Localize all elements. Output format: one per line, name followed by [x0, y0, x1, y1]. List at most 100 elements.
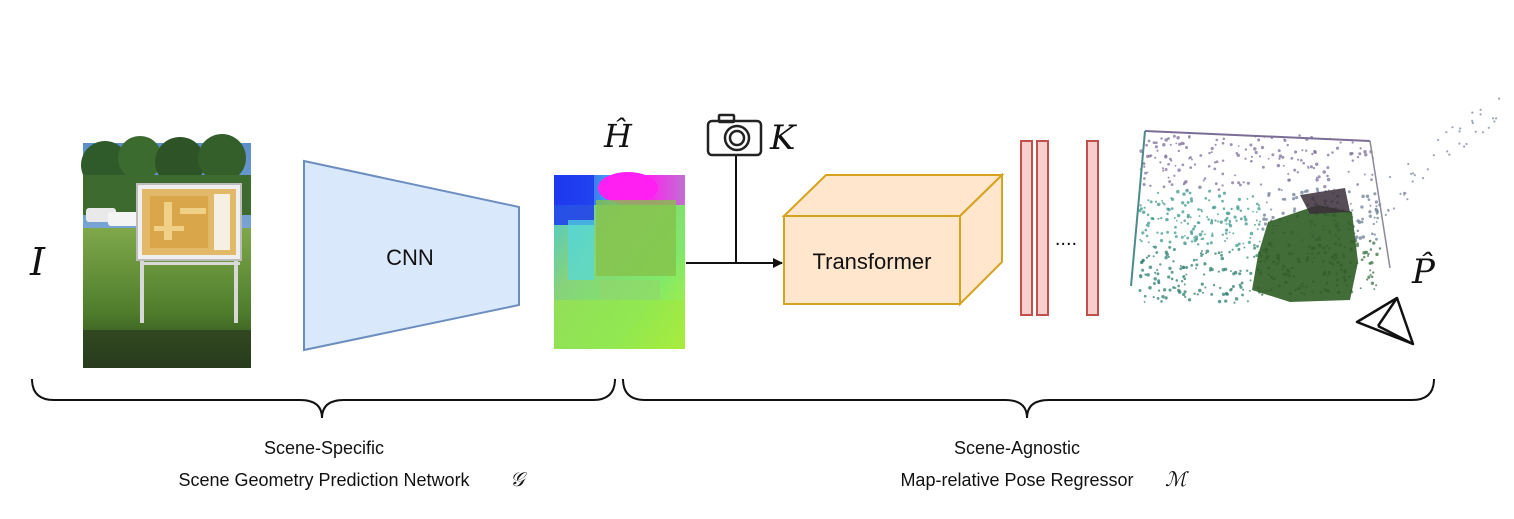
point-cloud-dot [1280, 189, 1283, 192]
point-cloud-dot [1189, 216, 1192, 219]
point-cloud-dot [1193, 236, 1195, 239]
point-cloud-dot [1220, 256, 1225, 261]
point-cloud-dot [1192, 258, 1196, 262]
point-cloud-dot [1159, 238, 1164, 243]
point-cloud-dot [1244, 222, 1248, 226]
point-cloud-dot [1143, 177, 1146, 180]
point-cloud-dot [1487, 126, 1490, 129]
point-cloud-dot [1295, 196, 1299, 200]
point-cloud-dot [1209, 241, 1213, 245]
point-cloud-dot [1148, 286, 1152, 290]
point-cloud-dot [1182, 192, 1186, 196]
point-cloud-dot [1222, 137, 1226, 141]
point-cloud-dot [1267, 157, 1270, 160]
point-cloud-dot [1200, 208, 1203, 211]
point-cloud-dot [1283, 197, 1287, 201]
point-cloud-dot [1371, 173, 1374, 176]
point-cloud-dot [1258, 204, 1261, 207]
point-cloud-dot [1237, 242, 1241, 246]
point-cloud-dot [1250, 155, 1253, 158]
point-cloud-dot [1242, 242, 1245, 245]
point-cloud-dot [1299, 158, 1303, 162]
point-cloud-dot [1147, 199, 1150, 202]
point-cloud-dot [1190, 199, 1194, 203]
point-cloud-dot [1210, 234, 1214, 237]
point-cloud-dot [1196, 293, 1199, 296]
point-cloud-dot [1256, 211, 1258, 213]
point-cloud-dot [1184, 295, 1187, 299]
point-cloud-dot [1170, 197, 1173, 200]
point-cloud-dot [1203, 177, 1207, 180]
point-cloud-dot [1181, 201, 1185, 205]
point-cloud-dot [1234, 297, 1239, 301]
point-cloud-dot [1142, 259, 1145, 262]
point-cloud-dot [1223, 239, 1227, 243]
point-cloud-dot [1360, 220, 1364, 224]
point-cloud-dot [1167, 176, 1170, 179]
mlp-layer-last [1086, 140, 1099, 316]
point-cloud-dot [1432, 154, 1435, 157]
point-cloud-dot [1359, 287, 1362, 290]
point-cloud-dot [1221, 159, 1225, 162]
point-cloud-dot [1154, 145, 1158, 149]
point-cloud-dot [1262, 213, 1267, 217]
point-cloud-dot [1297, 158, 1300, 161]
point-cloud-dot [1375, 220, 1378, 223]
point-cloud-dot [1365, 194, 1370, 198]
point-cloud-dot [1156, 191, 1160, 195]
point-cloud-dot [1481, 131, 1485, 134]
point-cloud-dot [1210, 151, 1213, 154]
point-cloud-dot [1326, 153, 1330, 157]
point-cloud-dot [1190, 240, 1194, 243]
point-cloud-dot [1206, 216, 1209, 218]
point-cloud-dot [1404, 192, 1407, 195]
point-cloud-dot [1235, 243, 1239, 248]
point-cloud-dot [1168, 245, 1172, 249]
point-cloud-dot [1162, 143, 1166, 147]
point-cloud-dot [1217, 251, 1221, 255]
point-cloud-dot [1234, 174, 1237, 177]
point-cloud-dot [1229, 221, 1232, 224]
point-cloud-dot [1230, 287, 1233, 291]
point-cloud-dot [1221, 199, 1224, 203]
point-cloud-dot [1305, 149, 1308, 152]
point-cloud-dot [1183, 219, 1186, 222]
point-cloud-dot [1375, 212, 1379, 215]
point-cloud-dot [1174, 225, 1177, 229]
point-cloud-dot [1451, 126, 1454, 129]
point-cloud-dot [1201, 237, 1205, 240]
point-cloud-dot [1361, 235, 1366, 239]
point-cloud-dot [1237, 181, 1241, 185]
point-cloud-dot [1255, 254, 1259, 257]
point-cloud-dot [1208, 189, 1212, 193]
point-cloud-dot [1215, 160, 1219, 164]
point-cloud-dot [1193, 163, 1197, 166]
point-cloud-dot [1166, 230, 1170, 234]
point-cloud-dot [1233, 215, 1237, 219]
point-cloud-dot [1465, 142, 1468, 146]
point-cloud-dot [1229, 270, 1232, 273]
point-cloud-dot [1407, 162, 1410, 166]
point-cloud-dot [1164, 138, 1168, 142]
point-cloud-dot [1239, 269, 1242, 273]
point-cloud-dot [1326, 174, 1329, 178]
point-cloud-dot [1378, 247, 1382, 250]
point-cloud-dot [1187, 135, 1191, 139]
point-cloud-dot [1219, 220, 1223, 224]
right-group-symbol: ℳ [1165, 467, 1189, 491]
point-cloud-dot [1173, 231, 1177, 235]
point-cloud-dot [1256, 228, 1259, 231]
point-cloud-dot [1228, 231, 1231, 234]
point-cloud-dot [1249, 143, 1253, 147]
point-cloud-dot [1369, 248, 1373, 251]
point-cloud-dot [1177, 149, 1181, 153]
point-cloud-dot [1182, 142, 1185, 145]
point-cloud-dot [1287, 172, 1290, 176]
point-cloud-dot [1267, 194, 1271, 197]
point-cloud-dot [1437, 138, 1440, 142]
point-cloud-dot [1160, 232, 1164, 235]
point-cloud-dot [1315, 187, 1319, 191]
point-cloud-dot [1261, 165, 1265, 169]
point-cloud-dot [1141, 210, 1146, 214]
point-cloud-dot [1206, 242, 1210, 245]
